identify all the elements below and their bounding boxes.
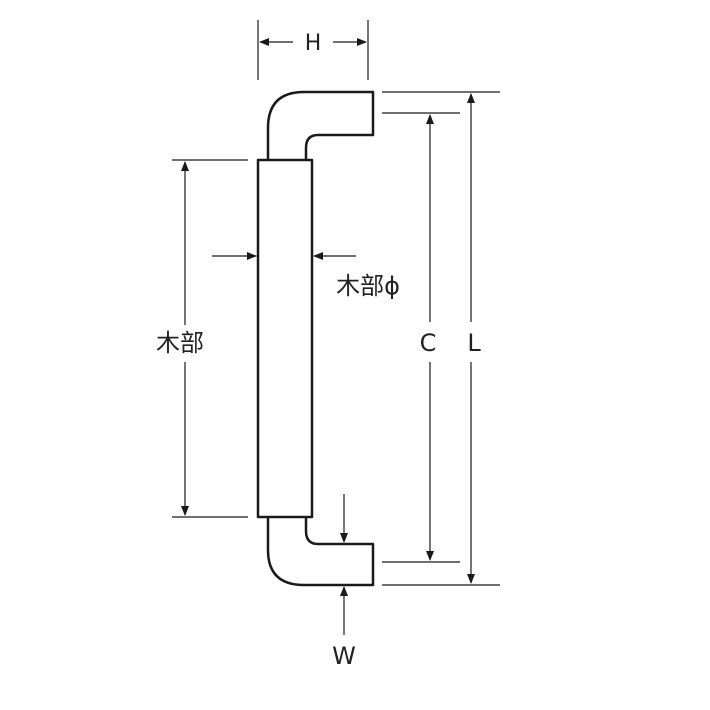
bottom-bend	[266, 517, 375, 587]
label-c: C	[420, 329, 437, 357]
handle-body	[256, 90, 375, 587]
top-bend	[266, 90, 375, 160]
extension-lines	[172, 20, 500, 586]
label-l: L	[467, 329, 481, 357]
label-w: W	[332, 642, 356, 670]
wood-grip	[256, 158, 314, 519]
label-wood: 木部	[156, 329, 204, 357]
dimension-lines	[181, 38, 475, 635]
label-h: H	[305, 31, 322, 56]
label-wood-diameter: 木部ϕ	[336, 272, 400, 300]
